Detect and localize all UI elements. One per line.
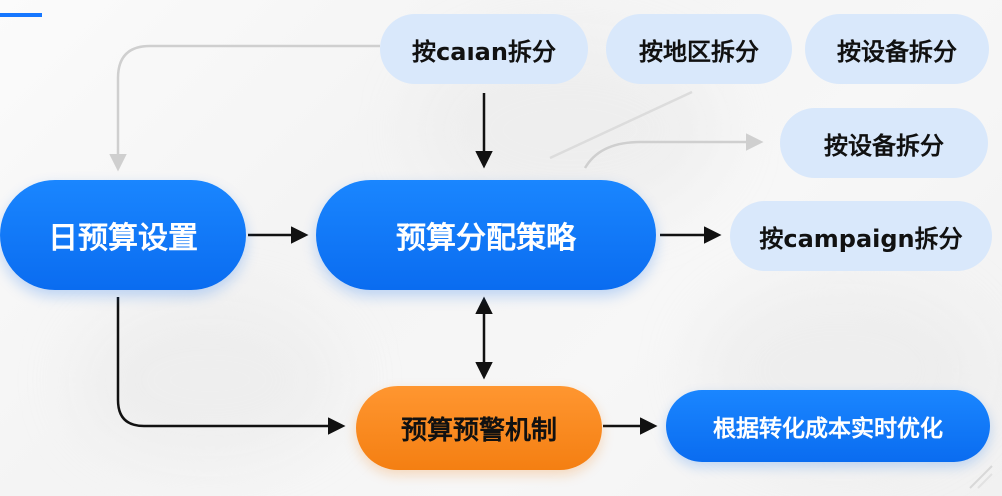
- split-by-device-top-node: 按设备拆分: [805, 14, 989, 84]
- split-by-device-node: 按设备拆分: [780, 108, 988, 178]
- corner-mark-icon: [969, 465, 993, 489]
- arrow-daily-budget-to-warning: [116, 297, 346, 435]
- daily-budget-label: 日预算设置: [48, 221, 198, 256]
- background-texture: [80, 300, 340, 460]
- split-by-region-node: 按地区拆分: [606, 14, 792, 84]
- split-by-region-label: 按地区拆分: [639, 37, 759, 66]
- split-by-campaign-node: 按campaign拆分: [730, 201, 992, 271]
- faint-arrow-to-daily-budget: [109, 44, 380, 172]
- accent-bar: [0, 13, 42, 17]
- budget-allocation-label: 预算分配策略: [396, 221, 576, 256]
- split-by-channel-label: 按caıan拆分: [412, 37, 556, 66]
- realtime-optimize-node: 根据转化成本实时优化: [666, 390, 990, 462]
- split-by-channel-node: 按caıan拆分: [380, 14, 588, 84]
- faint-line-from-region: [549, 90, 693, 160]
- split-by-campaign-label: 按campaign拆分: [759, 224, 963, 253]
- budget-allocation-node: 预算分配策略: [316, 180, 656, 290]
- realtime-optimize-label: 根据转化成本实时优化: [713, 416, 943, 442]
- faint-arrow-to-device-split: [583, 133, 764, 169]
- budget-warning-node: 预算预警机制: [356, 386, 602, 470]
- split-by-device-top-label: 按设备拆分: [837, 37, 957, 66]
- budget-warning-label: 预算预警机制: [400, 415, 557, 446]
- split-by-device-label: 按设备拆分: [824, 131, 944, 160]
- daily-budget-node: 日预算设置: [0, 180, 246, 290]
